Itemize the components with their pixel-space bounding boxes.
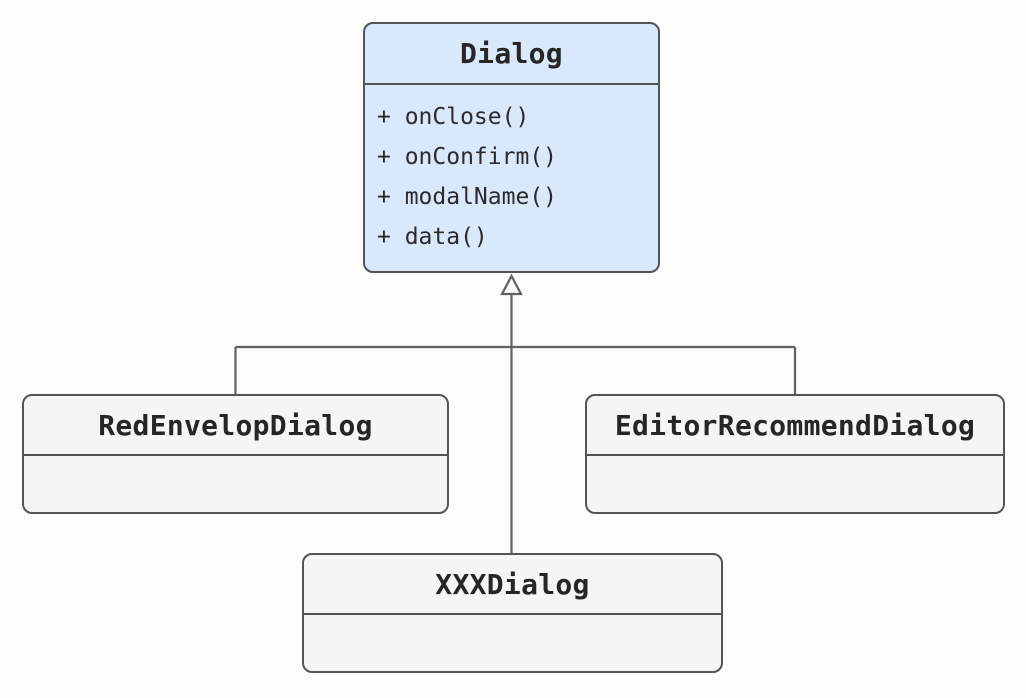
class-members-xxx-dialog xyxy=(304,615,721,671)
class-node-dialog: Dialog + onClose() + onConfirm() + modal… xyxy=(363,22,660,273)
class-members-red-envelop-dialog xyxy=(24,456,447,512)
class-name-dialog: Dialog xyxy=(365,24,658,85)
class-member-data: + data() xyxy=(377,224,488,250)
class-name-red-envelop-dialog: RedEnvelopDialog xyxy=(24,396,447,456)
class-member-onclose: + onClose() xyxy=(377,104,530,130)
class-name-editor-recommend-dialog: EditorRecommendDialog xyxy=(587,396,1003,456)
class-member-modalname: + modalName() xyxy=(377,184,558,210)
inheritance-arrowhead-icon xyxy=(500,273,523,296)
class-node-xxx-dialog: XXXDialog xyxy=(302,553,723,673)
class-node-editor-recommend-dialog: EditorRecommendDialog xyxy=(585,394,1005,514)
class-members-dialog: + onClose() + onConfirm() + modalName() … xyxy=(365,85,658,257)
class-members-editor-recommend-dialog xyxy=(587,456,1003,512)
class-member-onconfirm: + onConfirm() xyxy=(377,144,558,170)
class-node-red-envelop-dialog: RedEnvelopDialog xyxy=(22,394,449,514)
class-name-xxx-dialog: XXXDialog xyxy=(304,555,721,615)
